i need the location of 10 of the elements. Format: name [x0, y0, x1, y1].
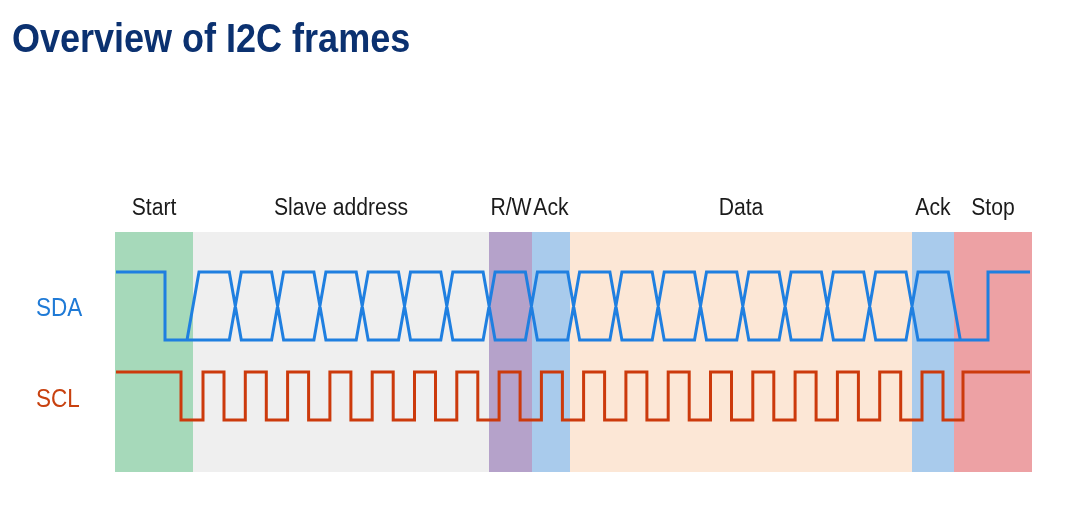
- signal-label: SCL: [36, 384, 80, 412]
- field-label: Stop: [971, 193, 1015, 221]
- field-label: Slave address: [273, 193, 409, 221]
- field-label: Data: [718, 193, 764, 221]
- field-label: R/W: [489, 193, 532, 221]
- signal-label: SDA: [36, 293, 83, 321]
- diagram-title: Overview of I2C frames: [12, 15, 411, 61]
- field-label: Ack: [915, 193, 951, 221]
- field-label: Ack: [533, 193, 569, 221]
- field-label: Start: [131, 193, 177, 221]
